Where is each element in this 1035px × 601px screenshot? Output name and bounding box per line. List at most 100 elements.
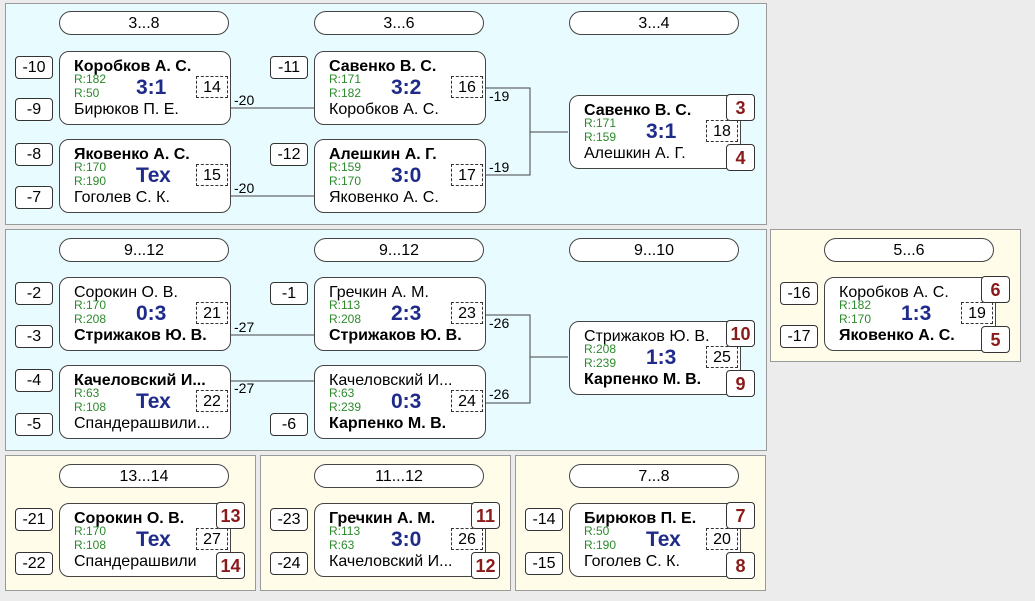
player-2-rating: R:108	[74, 538, 107, 552]
player-2-name: Стрижаков Ю. В.	[74, 327, 207, 344]
match-card[interactable]: Гречкин А. М. R:113 R:208 2:3 23 Стрижак…	[314, 277, 486, 351]
match-card[interactable]: Стрижаков Ю. В. R:208 R:239 1:3 25 Карпе…	[569, 321, 741, 395]
match-number: 24	[451, 390, 483, 412]
edge-label: -19	[489, 159, 510, 175]
match-score: 0:3	[391, 390, 422, 413]
player-1-name: Яковенко А. С.	[74, 146, 190, 163]
place-badge: 8	[726, 552, 755, 579]
place-badge: 13	[216, 502, 245, 529]
stage-header: 7...8	[569, 464, 739, 488]
match-card[interactable]: Савенко В. С. R:171 R:182 3:2 16 Коробко…	[314, 51, 486, 125]
match-number: 27	[196, 528, 228, 550]
edge-label: -26	[489, 386, 510, 402]
match-card[interactable]: Качеловский И... R:63 R:108 Тех 22 Спанд…	[59, 365, 231, 439]
match-score: 3:0	[391, 528, 422, 551]
player-2-name: Карпенко М. В.	[329, 415, 447, 432]
player-2-rating: R:170	[839, 312, 872, 326]
match-card[interactable]: Алешкин А. Г. R:159 R:170 3:0 17 Яковенк…	[314, 139, 486, 213]
match-score: 3:2	[391, 76, 422, 99]
player-2-name: Коробков А. С.	[329, 101, 439, 118]
place-badge: 7	[726, 502, 755, 529]
player-1-rating: R:208	[584, 342, 617, 356]
entry-slot[interactable]: -14	[525, 508, 563, 531]
match-score: 3:1	[646, 120, 677, 143]
entry-slot[interactable]: -24	[270, 552, 308, 575]
player-1-rating: R:63	[74, 386, 100, 400]
match-number: 18	[706, 120, 738, 142]
player-1-rating: R:159	[329, 160, 362, 174]
player-2-name: Яковенко А. С.	[329, 189, 439, 206]
match-number: 21	[196, 302, 228, 324]
stage-header: 9...12	[314, 238, 484, 262]
edge-label: -27	[234, 319, 255, 335]
edge-label: -20	[234, 180, 255, 196]
entry-slot[interactable]: -21	[15, 508, 53, 531]
stage-header: 3...4	[569, 11, 739, 35]
player-1-rating: R:171	[584, 116, 617, 130]
match-number: 16	[451, 76, 483, 98]
player-1-name: Коробков А. С.	[74, 58, 192, 75]
match-number: 15	[196, 164, 228, 186]
match-card[interactable]: Коробков А. С. R:182 R:50 3:1 14 Бирюков…	[59, 51, 231, 125]
stage-header: 9...12	[59, 238, 229, 262]
match-number: 26	[451, 528, 483, 550]
entry-slot[interactable]: -17	[780, 325, 818, 348]
match-score: Тех	[646, 528, 681, 551]
player-1-rating: R:170	[74, 160, 107, 174]
entry-slot[interactable]: -6	[270, 413, 308, 436]
player-1-rating: R:170	[74, 298, 107, 312]
edge-label: -27	[234, 380, 255, 396]
entry-slot[interactable]: -9	[15, 98, 53, 121]
entry-slot[interactable]: -15	[525, 552, 563, 575]
entry-slot[interactable]: -12	[270, 143, 308, 166]
player-2-rating: R:190	[74, 174, 107, 188]
player-1-name: Сорокин О. В.	[74, 510, 185, 527]
entry-slot[interactable]: -22	[15, 552, 53, 575]
match-card[interactable]: Савенко В. С. R:171 R:159 3:1 18 Алешкин…	[569, 95, 741, 169]
match-card[interactable]: Гречкин А. М. R:113 R:63 3:0 26 Качеловс…	[314, 503, 486, 577]
match-card[interactable]: Коробков А. С. R:182 R:170 1:3 19 Яковен…	[824, 277, 996, 351]
match-score: 1:3	[646, 346, 677, 369]
place-badge: 14	[216, 552, 245, 579]
stage-header: 9...10	[569, 238, 739, 262]
match-number: 14	[196, 76, 228, 98]
player-1-rating: R:113	[329, 524, 361, 538]
edge-label: -19	[489, 88, 510, 104]
player-1-rating: R:171	[329, 72, 362, 86]
player-2-rating: R:108	[74, 400, 107, 414]
player-1-rating: R:50	[584, 524, 610, 538]
entry-slot[interactable]: -10	[15, 56, 53, 79]
match-card[interactable]: Сорокин О. В. R:170 R:208 0:3 21 Стрижак…	[59, 277, 231, 351]
match-card[interactable]: Яковенко А. С. R:170 R:190 Тех 15 Гоголе…	[59, 139, 231, 213]
entry-slot[interactable]: -1	[270, 282, 308, 305]
entry-slot[interactable]: -3	[15, 325, 53, 348]
player-2-rating: R:63	[329, 538, 355, 552]
player-1-name: Алешкин А. Г.	[329, 146, 437, 163]
match-card[interactable]: Сорокин О. В. R:170 R:108 Тех 27 Спандер…	[59, 503, 231, 577]
entry-slot[interactable]: -8	[15, 143, 53, 166]
player-1-name: Стрижаков Ю. В.	[584, 328, 710, 345]
match-card[interactable]: Качеловский И... R:63 R:239 0:3 24 Карпе…	[314, 365, 486, 439]
entry-slot[interactable]: -16	[780, 282, 818, 305]
match-number: 25	[706, 346, 738, 368]
match-score: 3:1	[136, 76, 167, 99]
player-2-name: Спандерашвили...	[74, 415, 210, 432]
entry-slot[interactable]: -4	[15, 369, 53, 392]
player-1-name: Савенко В. С.	[329, 58, 437, 75]
entry-slot[interactable]: -5	[15, 413, 53, 436]
match-number: 23	[451, 302, 483, 324]
player-2-rating: R:50	[74, 86, 100, 100]
player-2-name: Яковенко А. С.	[839, 327, 955, 344]
entry-slot[interactable]: -2	[15, 282, 53, 305]
player-2-rating: R:190	[584, 538, 617, 552]
entry-slot[interactable]: -7	[15, 186, 53, 209]
match-score: Тех	[136, 164, 171, 187]
player-2-name: Качеловский И...	[329, 553, 453, 570]
entry-slot[interactable]: -11	[270, 56, 308, 79]
entry-slot[interactable]: -23	[270, 508, 308, 531]
match-card[interactable]: Бирюков П. Е. R:50 R:190 Тех 20 Гоголев …	[569, 503, 741, 577]
stage-header: 13...14	[59, 464, 229, 488]
player-2-name: Стрижаков Ю. В.	[329, 327, 462, 344]
player-1-name: Коробков А. С.	[839, 284, 949, 301]
match-number: 19	[961, 302, 993, 324]
